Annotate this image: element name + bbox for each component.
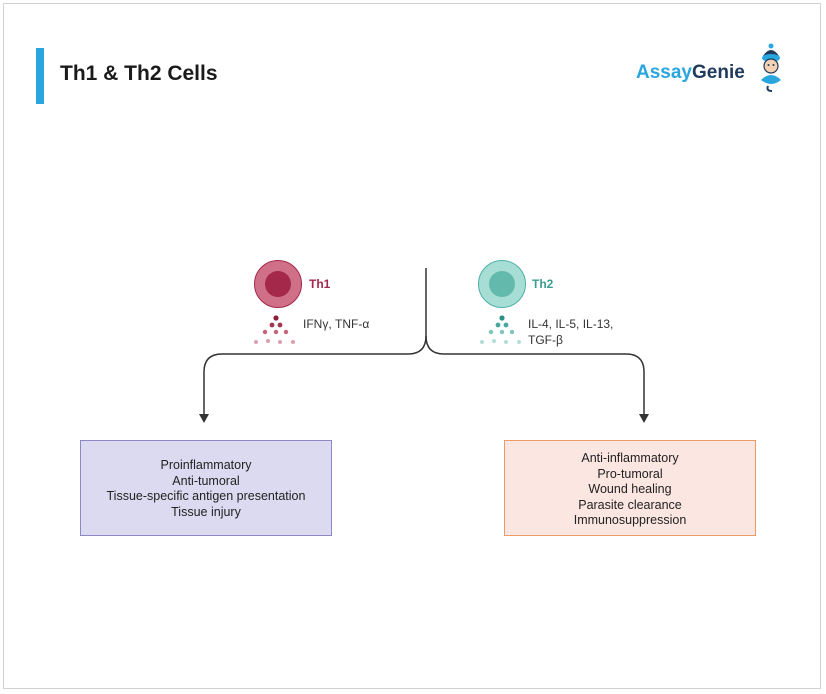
- th2-cytokine-dots: [480, 315, 521, 344]
- th1-nucleus: [265, 271, 291, 297]
- th2-effect-item: Anti-inflammatory: [581, 451, 679, 465]
- th1-effect-item: Anti-tumoral: [172, 473, 240, 488]
- arrow-to-th2-box: [639, 414, 649, 423]
- page-title: Th1 & Th2 Cells: [60, 62, 218, 85]
- th2-cytokines: IL-4, IL-5, IL-13, TGF-β: [528, 316, 613, 348]
- title-accent-bar: [36, 48, 44, 104]
- diagram-frame: [3, 3, 821, 689]
- th2-cytokines-line2: TGF-β: [528, 333, 563, 347]
- th1-label: Th1: [309, 277, 331, 291]
- th2-effect-item: Immunosuppression: [573, 513, 687, 527]
- th2-nucleus: [489, 271, 515, 297]
- th1-cell: [254, 260, 302, 308]
- arrow-to-th1-box: [199, 414, 209, 423]
- th2-label: Th2: [532, 277, 554, 291]
- th2-cell: [478, 260, 526, 308]
- th1-effect-item: Tissue injury: [171, 504, 241, 519]
- th2-effect-item: Pro-tumoral: [597, 466, 663, 481]
- th1-cytokine-dots: [254, 315, 295, 344]
- th1-effect-item: Proinflammatory: [160, 458, 252, 472]
- th1-cytokines: IFNγ, TNF-α: [303, 317, 370, 331]
- th1-effect-item: Tissue-specific antigen presentation: [106, 489, 306, 503]
- th1-effects-box: Proinflammatory Anti-tumoral Tissue-spec…: [80, 440, 332, 536]
- th2-cytokines-line1: IL-4, IL-5, IL-13,: [528, 317, 614, 331]
- th2-effect-item: Wound healing: [588, 482, 672, 496]
- genie-icon: [761, 43, 781, 92]
- th2-effects-box: Anti-inflammatory Pro-tumoral Wound heal…: [504, 440, 756, 536]
- th2-effect-item: Parasite clearance: [578, 497, 682, 512]
- logo-text: AssayGenie: [636, 62, 745, 83]
- assaygenie-logo: AssayGenie: [636, 42, 786, 92]
